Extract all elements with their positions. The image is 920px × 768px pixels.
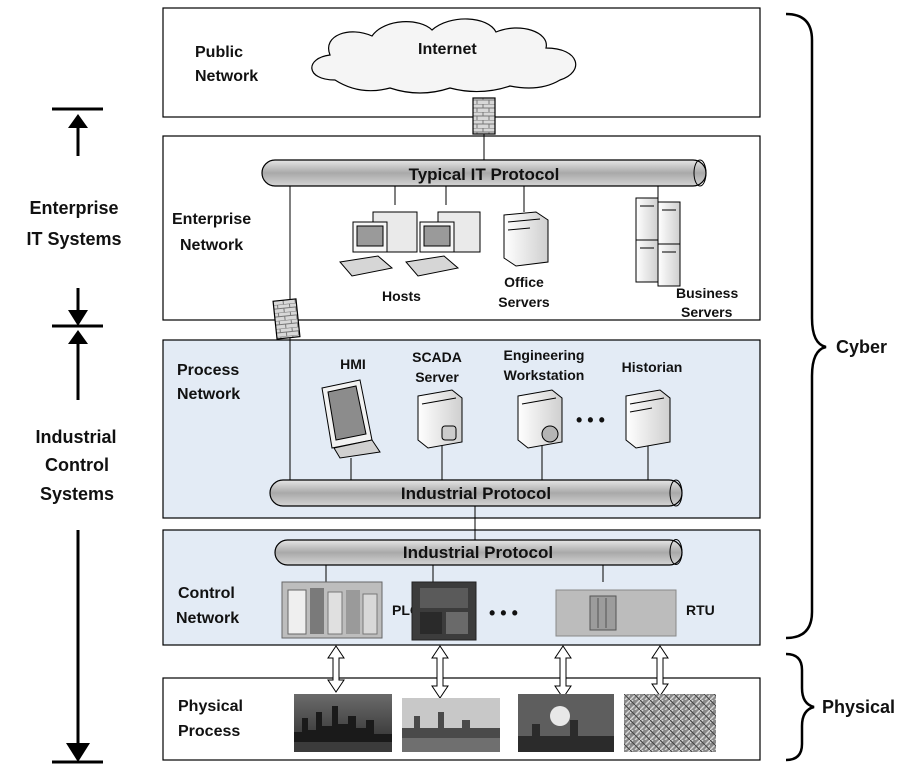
hosts-label: Hosts — [382, 288, 421, 304]
scada-server-icon — [417, 389, 463, 449]
bidirectional-arrow-icon — [651, 645, 669, 697]
engineering-label-1: Engineering — [504, 347, 585, 363]
ics-label-1: Industrial — [35, 427, 116, 447]
firewall-icon — [272, 298, 301, 340]
rtu-device-image — [555, 589, 677, 637]
cyber-brace — [785, 12, 827, 640]
internet-label: Internet — [418, 41, 477, 58]
engineering-label-2: Workstation — [504, 367, 585, 383]
control-industrial-bus: Industrial Protocol — [274, 539, 683, 566]
control-industrial-label: Industrial Protocol — [403, 543, 553, 562]
enterprise-network-label-1: Enterprise — [172, 211, 251, 228]
business-servers-label-2: Servers — [681, 304, 733, 320]
city-skyline-image — [294, 694, 392, 752]
physical-process-label-2: Process — [178, 723, 240, 740]
host-computer-icon — [405, 211, 481, 277]
office-servers-label-2: Servers — [498, 294, 550, 310]
enterprise-it-label-1: Enterprise — [29, 198, 118, 218]
bidirectional-arrow-icon — [431, 645, 449, 699]
business-servers-icon — [635, 197, 681, 287]
office-servers-label-1: Office — [504, 274, 544, 290]
refinery-image — [402, 698, 500, 752]
bidirectional-arrow-icon — [554, 645, 572, 699]
left-scale-arrows — [52, 107, 103, 764]
enterprise-it-label-2: IT Systems — [26, 229, 121, 249]
enterprise-network-label-2: Network — [180, 237, 243, 254]
physical-label: Physical — [822, 697, 895, 717]
it-protocol-label: Typical IT Protocol — [409, 165, 560, 184]
ics-label-2: Control — [45, 455, 109, 475]
bidirectional-arrow-icon — [327, 645, 345, 693]
firewall-icon — [472, 97, 496, 135]
ics-label-3: Systems — [40, 484, 114, 504]
physical-brace — [785, 652, 815, 762]
hmi-monitor-icon — [321, 379, 381, 459]
internet-cloud — [311, 18, 577, 94]
historian-label: Historian — [622, 359, 683, 375]
physical-process-label-1: Physical — [178, 698, 243, 715]
process-network-label-1: Process — [177, 362, 239, 379]
cyber-label: Cyber — [836, 337, 887, 357]
control-ellipsis: • • • — [489, 603, 518, 623]
business-servers-label-1: Business — [676, 285, 738, 301]
public-network-label-1: Public — [195, 44, 243, 61]
control-network-label-1: Control — [178, 585, 235, 602]
scada-label-2: Server — [415, 369, 459, 385]
office-server-icon — [503, 211, 549, 267]
aerial-view-image — [624, 694, 716, 752]
controller-device-image — [411, 581, 477, 641]
it-protocol-bus: Typical IT Protocol — [261, 159, 707, 187]
process-ellipsis: • • • — [576, 410, 605, 430]
control-network-label-2: Network — [176, 610, 239, 627]
process-network-label-2: Network — [177, 386, 240, 403]
engineering-workstation-icon — [517, 389, 563, 449]
public-network-label-2: Network — [195, 68, 258, 85]
hmi-label: HMI — [340, 356, 366, 372]
host-computer-icon — [339, 211, 418, 277]
process-industrial-label: Industrial Protocol — [401, 484, 551, 503]
industrial-plant-image — [518, 694, 614, 752]
scada-label-1: SCADA — [412, 349, 462, 365]
plc-device-image — [281, 581, 383, 639]
rtu-label: RTU — [686, 602, 715, 618]
process-industrial-bus: Industrial Protocol — [269, 479, 683, 507]
historian-server-icon — [625, 389, 671, 449]
